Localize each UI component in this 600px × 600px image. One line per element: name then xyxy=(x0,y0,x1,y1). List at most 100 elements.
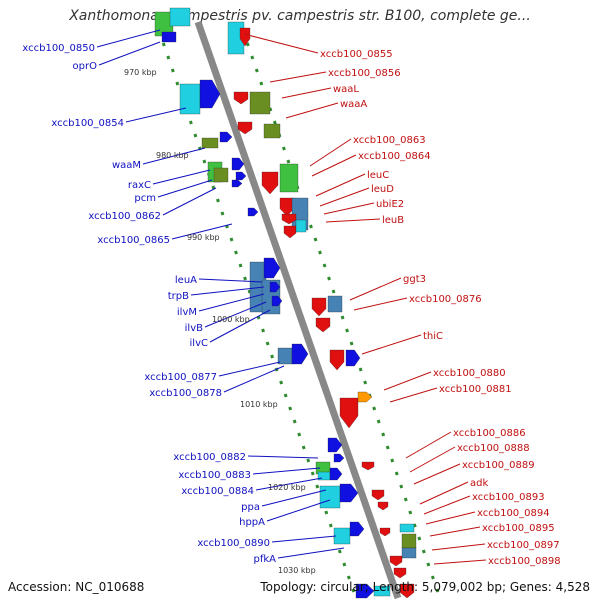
gene-label-forward[interactable]: ilvC xyxy=(190,338,208,349)
gene-label-reverse[interactable]: leuB xyxy=(382,215,404,226)
gene-feature[interactable] xyxy=(161,31,177,43)
gene-label-reverse[interactable]: xccb100_0880 xyxy=(433,368,506,379)
gene-label-reverse[interactable]: xccb100_0886 xyxy=(453,428,526,439)
gene-feature[interactable] xyxy=(377,501,389,511)
gene-feature[interactable] xyxy=(295,219,307,233)
gene-feature[interactable] xyxy=(373,585,391,597)
gene-feature[interactable] xyxy=(237,121,253,135)
gene-feature[interactable] xyxy=(231,179,243,188)
gene-label-forward[interactable]: raxC xyxy=(128,180,151,191)
gene-feature[interactable] xyxy=(213,167,229,183)
gene-feature[interactable] xyxy=(361,461,375,471)
gene-feature[interactable] xyxy=(279,163,299,193)
gene-feature[interactable] xyxy=(393,567,407,579)
gene-feature[interactable] xyxy=(277,347,293,365)
gene-label-reverse[interactable]: xccb100_0889 xyxy=(462,460,535,471)
gene-feature[interactable] xyxy=(247,207,259,217)
gene-feature[interactable] xyxy=(263,257,281,279)
gene-feature[interactable] xyxy=(219,131,233,143)
gene-label-reverse[interactable]: xccb100_0898 xyxy=(488,556,561,567)
gene-label-forward[interactable]: xccb100_0884 xyxy=(181,486,254,497)
gene-feature[interactable] xyxy=(319,485,341,509)
gene-feature[interactable] xyxy=(399,583,415,599)
gene-label-reverse[interactable]: waaA xyxy=(340,99,367,110)
gene-label-forward[interactable]: xccb100_0890 xyxy=(197,538,270,549)
gene-label-reverse[interactable]: leuD xyxy=(371,184,394,195)
gene-label-forward[interactable]: oprO xyxy=(73,61,98,72)
gene-feature[interactable] xyxy=(327,295,343,313)
gene-feature[interactable] xyxy=(291,343,309,365)
gene-feature[interactable] xyxy=(311,297,327,317)
gene-feature[interactable] xyxy=(315,317,331,333)
gene-feature[interactable] xyxy=(357,391,373,403)
gene-feature[interactable] xyxy=(179,83,201,115)
gene-label-reverse[interactable]: ggt3 xyxy=(403,274,426,285)
gene-label-forward[interactable]: xccb100_0865 xyxy=(97,235,170,246)
gene-label-reverse[interactable]: xccb100_0894 xyxy=(477,508,550,519)
gene-label-reverse[interactable]: xccb100_0881 xyxy=(439,384,512,395)
gene-label-forward[interactable]: xccb100_0878 xyxy=(149,388,222,399)
gene-label-forward[interactable]: xccb100_0862 xyxy=(88,211,161,222)
gene-feature[interactable] xyxy=(399,523,415,533)
gene-label-forward[interactable]: trpB xyxy=(168,291,189,302)
gene-feature[interactable] xyxy=(235,171,247,181)
gene-feature[interactable] xyxy=(201,137,219,149)
gene-feature[interactable] xyxy=(231,157,245,171)
gene-feature[interactable] xyxy=(333,453,345,463)
gene-label-reverse[interactable]: waaL xyxy=(333,84,359,95)
gene-label-reverse[interactable]: xccb100_0897 xyxy=(487,540,560,551)
gene-label-forward[interactable]: pfkA xyxy=(254,554,277,565)
gene-feature[interactable] xyxy=(261,171,279,195)
gene-feature[interactable] xyxy=(329,349,345,371)
gene-label-forward[interactable]: waaM xyxy=(112,160,141,171)
gene-feature[interactable] xyxy=(401,547,417,559)
gene-feature[interactable] xyxy=(333,527,351,545)
gene-label-reverse[interactable]: xccb100_0888 xyxy=(457,443,530,454)
gene-feature[interactable] xyxy=(355,583,375,599)
gene-label-forward[interactable]: hppA xyxy=(239,517,265,528)
gene-feature[interactable] xyxy=(263,123,281,139)
gene-feature[interactable] xyxy=(371,489,385,501)
gene-label-reverse[interactable]: ubiE2 xyxy=(376,199,404,210)
gene-feature[interactable] xyxy=(199,79,221,109)
gene-label-forward[interactable]: xccb100_0883 xyxy=(178,470,251,481)
gene-label-forward[interactable]: leuA xyxy=(175,275,197,286)
gene-feature[interactable] xyxy=(379,527,391,537)
gene-features[interactable] xyxy=(154,7,417,599)
gene-label-reverse[interactable]: xccb100_0895 xyxy=(482,523,555,534)
gene-label-reverse[interactable]: xccb100_0893 xyxy=(472,492,545,503)
gene-label-reverse[interactable]: xccb100_0864 xyxy=(358,151,431,162)
gene-label-forward[interactable]: ilvB xyxy=(185,323,203,334)
gene-feature[interactable] xyxy=(329,467,343,481)
gene-feature[interactable] xyxy=(233,91,249,105)
gene-label-reverse[interactable]: thiC xyxy=(423,331,443,342)
gene-feature[interactable] xyxy=(279,197,295,217)
gene-label-forward[interactable]: ppa xyxy=(241,502,260,513)
gene-label-forward[interactable]: ilvM xyxy=(177,307,197,318)
gene-label-reverse[interactable]: xccb100_0855 xyxy=(320,49,393,60)
gene-label-reverse[interactable]: xccb100_0856 xyxy=(328,68,401,79)
gene-feature[interactable] xyxy=(345,349,361,367)
gene-feature[interactable] xyxy=(169,7,191,27)
gene-feature[interactable] xyxy=(339,483,359,503)
gene-labels[interactable]: xccb100_0850 oprO xccb100_0854 waaM raxC pcm x… xyxy=(22,43,560,567)
gene-label-reverse[interactable]: xccb100_0876 xyxy=(409,294,482,305)
gene-feature[interactable] xyxy=(401,533,417,549)
gene-label-forward[interactable]: xccb100_0854 xyxy=(51,118,124,129)
gene-label-forward[interactable]: xccb100_0850 xyxy=(22,43,95,54)
gene-feature[interactable] xyxy=(271,295,283,307)
gene-feature[interactable] xyxy=(339,397,359,429)
gene-label-reverse[interactable]: adk xyxy=(470,478,488,489)
gene-label-forward[interactable]: xccb100_0882 xyxy=(173,452,246,463)
gene-feature[interactable] xyxy=(349,521,365,537)
gene-feature[interactable] xyxy=(239,27,251,47)
gene-feature[interactable] xyxy=(249,91,271,115)
gene-feature[interactable] xyxy=(327,437,343,453)
gene-label-reverse[interactable]: xccb100_0863 xyxy=(353,135,426,146)
gene-label-reverse[interactable]: leuC xyxy=(367,170,389,181)
gene-feature[interactable] xyxy=(269,281,281,293)
gene-label-forward[interactable]: xccb100_0877 xyxy=(144,372,217,383)
gene-label-forward[interactable]: pcm xyxy=(134,193,156,204)
gene-feature[interactable] xyxy=(389,555,403,567)
